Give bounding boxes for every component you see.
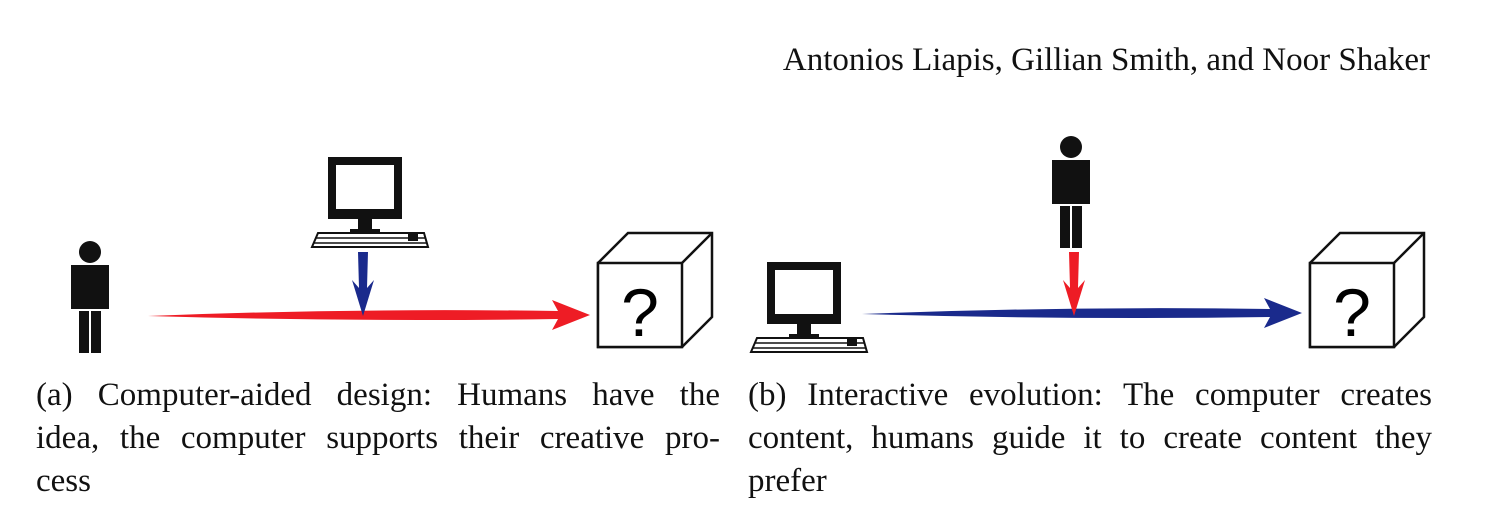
question-mark: ? [1333,275,1371,351]
panel-b: ? [750,136,1426,353]
main-arrow [862,298,1302,328]
computer-icon [750,261,868,353]
human-icon [71,241,109,353]
figure-diagram: ? ? [71,136,1426,353]
question-mark: ? [621,275,659,351]
caption-b: (b) Interactive evolution: The computer … [748,374,1432,503]
side-arrow [352,252,374,316]
caption-line: (a) Computer-aided design: Humans have t… [36,377,720,413]
computer-icon [311,156,429,248]
caption-line: idea, the computer supports their creati… [36,420,720,456]
caption-a: (a) Computer-aided design: Humans have t… [36,374,720,503]
caption-line: content, humans guide it to create conte… [748,420,1432,456]
caption-line: prefer [748,463,827,499]
side-arrow [1063,252,1085,316]
running-header: Antonios Liapis, Gillian Smith, and Noor… [782,42,1430,78]
human-icon [1052,136,1090,248]
caption-line: cess [36,463,91,499]
main-arrow [148,300,590,330]
panel-a: ? [71,156,714,353]
caption-line: (b) Interactive evolution: The computer … [748,377,1432,413]
